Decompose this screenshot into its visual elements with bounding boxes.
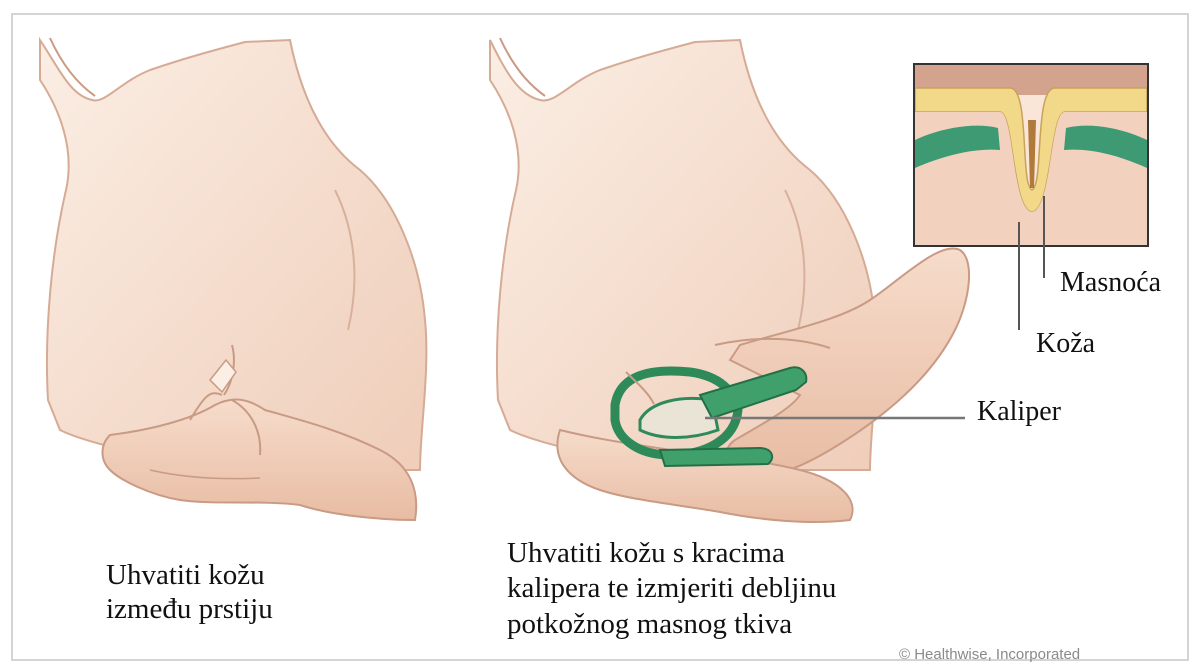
- fat-label: Masnoća: [1060, 266, 1161, 299]
- caption-right-line-1: Uhvatiti kožu s kracima: [507, 536, 836, 571]
- caption-left-line-1: Uhvatiti kožu: [106, 558, 273, 592]
- caption-right-line-3: potkožnog masnog tkiva: [507, 607, 836, 642]
- caption-right: Uhvatiti kožu s kracima kalipera te izmj…: [507, 536, 836, 642]
- caption-left: Uhvatiti kožu između prstiju: [106, 558, 273, 626]
- skin-label: Koža: [1036, 327, 1095, 360]
- caliper-label: Kaliper: [977, 395, 1061, 428]
- caption-left-line-2: između prstiju: [106, 592, 273, 626]
- copyright-notice: © Healthwise, Incorporated: [899, 646, 1080, 663]
- caption-right-line-2: kalipera te izmjeriti debljinu: [507, 571, 836, 606]
